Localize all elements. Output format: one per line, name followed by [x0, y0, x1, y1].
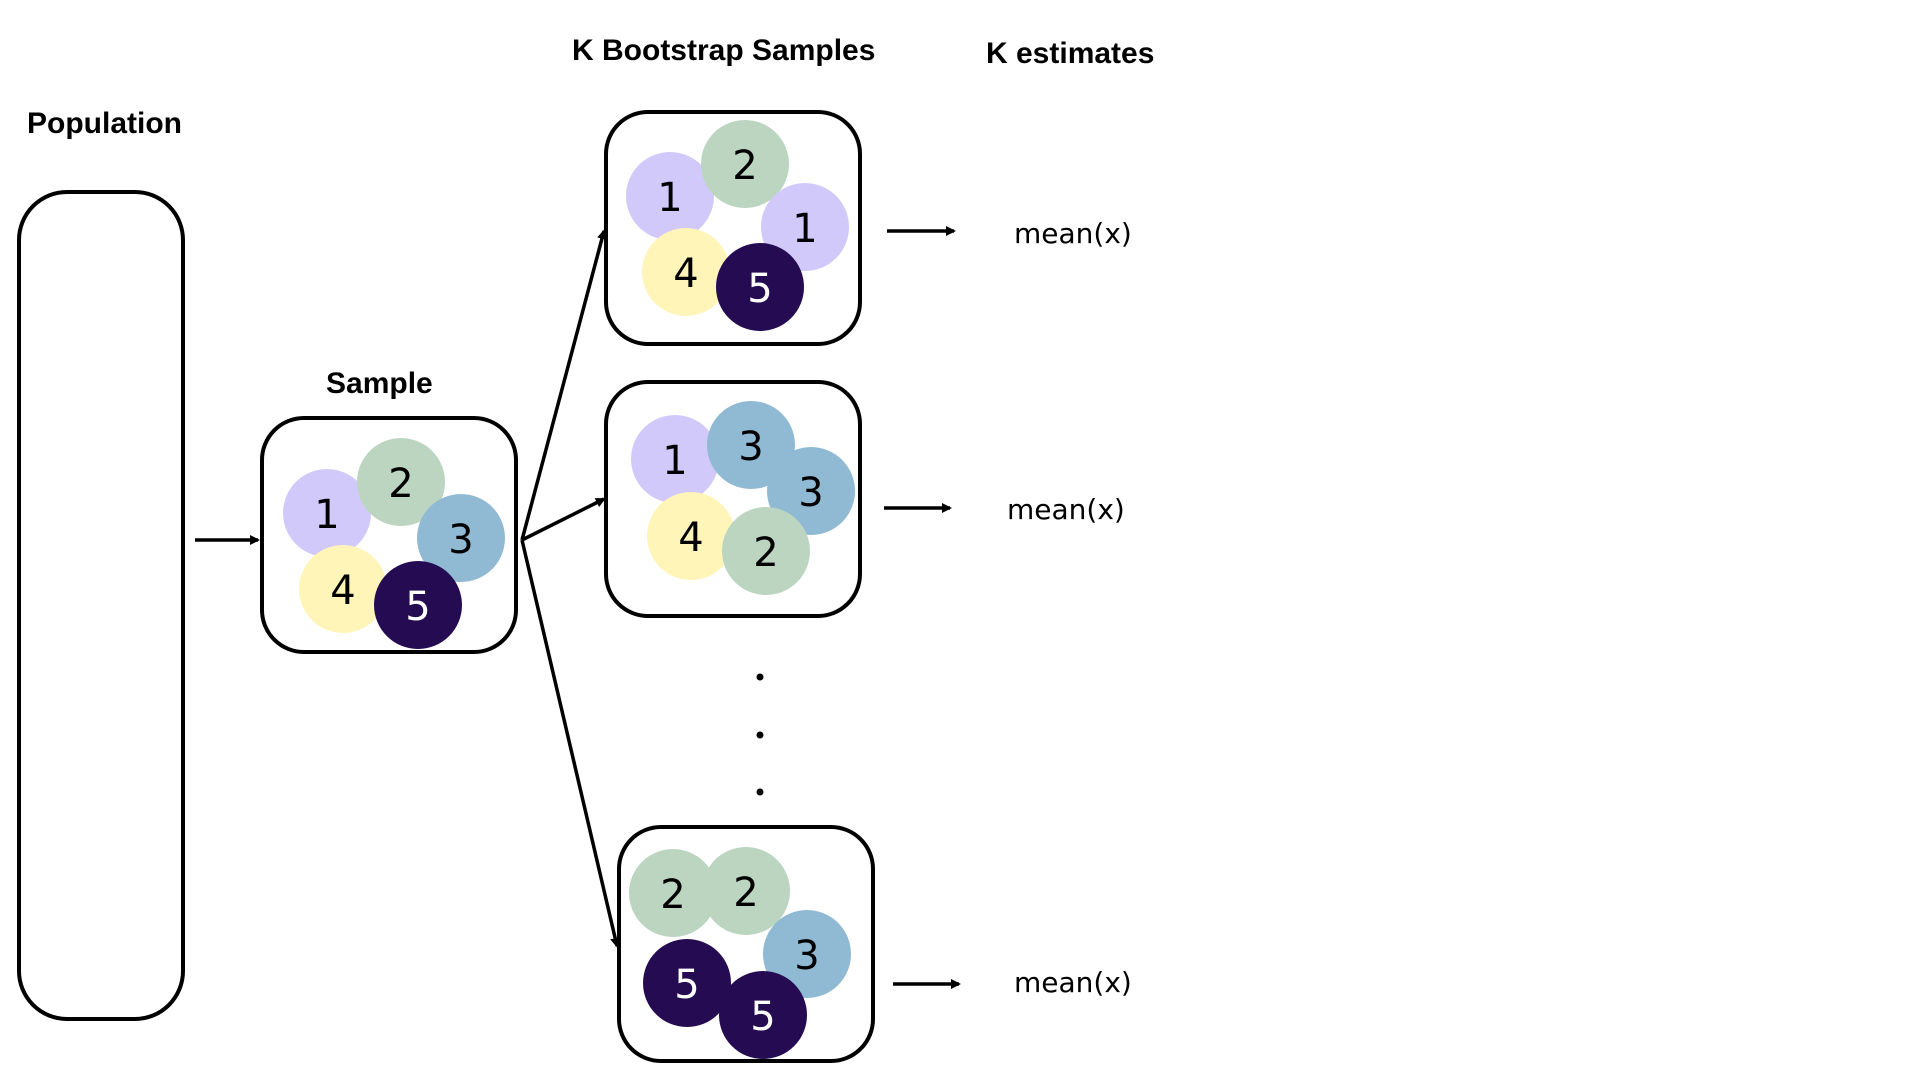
- ball-circle: [761, 183, 849, 271]
- ball-circle: [707, 401, 795, 489]
- ball-circle: [702, 847, 790, 935]
- population-heading: Population: [27, 107, 182, 140]
- ball-circle: [299, 545, 387, 633]
- ball-circle: [767, 447, 855, 535]
- ball-2: 2: [629, 849, 717, 937]
- ball-circle: [643, 939, 731, 1027]
- ball-label: 1: [792, 206, 817, 252]
- ball-circle: [716, 243, 804, 331]
- ball-3: 3: [707, 401, 795, 489]
- ball-1: 1: [626, 152, 714, 240]
- ball-circle: [283, 469, 371, 557]
- ball-circle: [629, 849, 717, 937]
- ball-4: 4: [642, 228, 730, 316]
- ball-label: 2: [388, 461, 413, 507]
- ball-circle: [631, 415, 719, 503]
- ball-label: 4: [330, 568, 355, 614]
- ball-3: 3: [763, 910, 851, 998]
- ball-2: 2: [702, 847, 790, 935]
- estimate-k-label: mean(x): [1014, 966, 1132, 999]
- ball-1: 1: [283, 469, 371, 557]
- ball-4: 4: [299, 545, 387, 633]
- sample-to-bootstrap-k-arrow: [520, 539, 621, 948]
- ball-label: 2: [753, 530, 778, 576]
- ball-5: 5: [719, 971, 807, 1059]
- ball-circle: [722, 507, 810, 595]
- sample-to-bootstrap-1-arrow: [520, 229, 607, 541]
- ellipsis-dot: [756, 788, 764, 796]
- ball-label: 3: [738, 424, 763, 470]
- ball-label: 5: [747, 266, 772, 312]
- ball-circle: [417, 494, 505, 582]
- ball-label: 3: [794, 933, 819, 979]
- ball-circle: [374, 561, 462, 649]
- ellipsis-dot: [756, 673, 764, 681]
- estimate-1-label: mean(x): [1014, 217, 1132, 250]
- ball-label: 2: [733, 870, 758, 916]
- ball-3: 3: [767, 447, 855, 535]
- ball-label: 3: [448, 517, 473, 563]
- ball-5: 5: [716, 243, 804, 331]
- ball-label: 1: [662, 438, 687, 484]
- ball-circle: [642, 228, 730, 316]
- population-box: [17, 190, 185, 1021]
- ball-circle: [763, 910, 851, 998]
- ball-1: 1: [631, 415, 719, 503]
- bootstrap-heading: K Bootstrap Samples: [572, 34, 875, 67]
- sample-heading: Sample: [326, 367, 433, 400]
- ball-3: 3: [417, 494, 505, 582]
- ball-label: 5: [405, 584, 430, 630]
- sample-to-bootstrap-2-arrow: [521, 497, 606, 542]
- ball-label: 3: [798, 470, 823, 516]
- estimates-heading: K estimates: [986, 37, 1154, 70]
- ball-circle: [357, 438, 445, 526]
- ball-label: 1: [657, 175, 682, 221]
- ball-label: 5: [674, 962, 699, 1008]
- ball-2: 2: [357, 438, 445, 526]
- estimate-2-label: mean(x): [1007, 493, 1125, 526]
- ball-circle: [626, 152, 714, 240]
- ball-circle: [719, 971, 807, 1059]
- ball-label: 2: [660, 872, 685, 918]
- ball-label: 5: [750, 994, 775, 1040]
- ball-4: 4: [647, 492, 735, 580]
- ball-5: 5: [374, 561, 462, 649]
- ball-5: 5: [643, 939, 731, 1027]
- ball-1: 1: [761, 183, 849, 271]
- ball-label: 1: [314, 492, 339, 538]
- ball-label: 4: [673, 251, 698, 297]
- ball-label: 2: [732, 143, 757, 189]
- ball-label: 4: [678, 515, 703, 561]
- ball-2: 2: [701, 120, 789, 208]
- ball-circle: [647, 492, 735, 580]
- ball-2: 2: [722, 507, 810, 595]
- ball-circle: [701, 120, 789, 208]
- ellipsis-dot: [756, 731, 764, 739]
